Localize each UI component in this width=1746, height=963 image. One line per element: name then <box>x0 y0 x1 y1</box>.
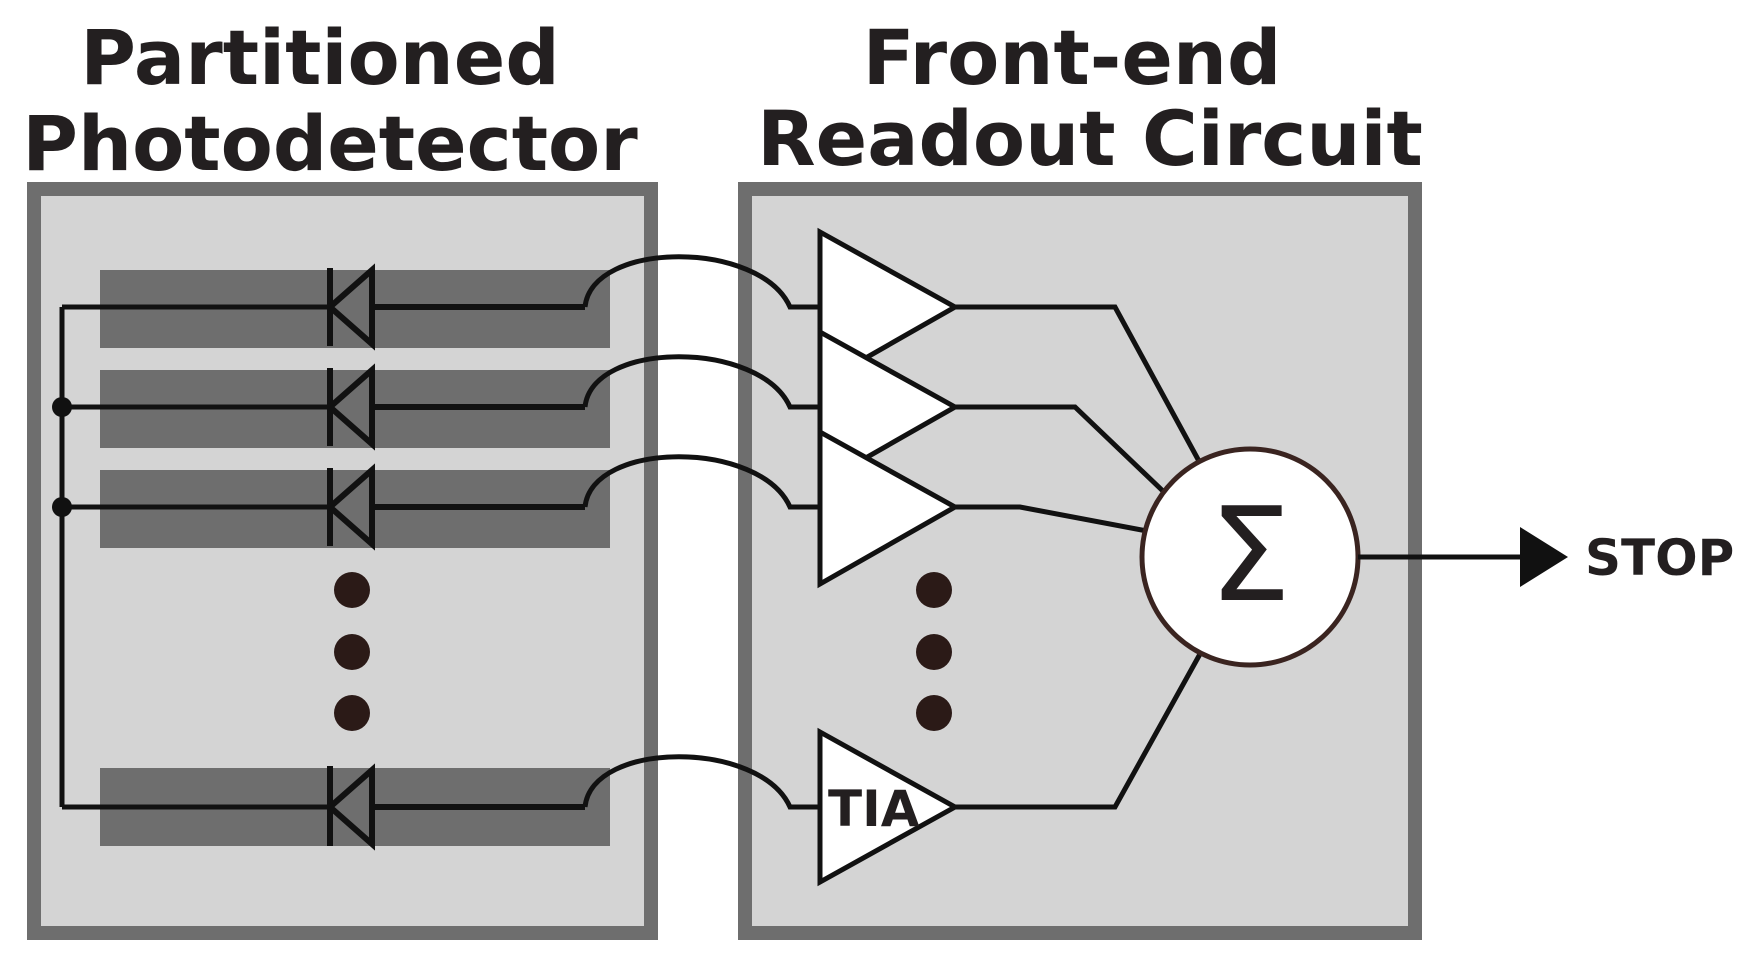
summer-sigma: Σ <box>1209 479 1291 631</box>
photodiode-n <box>325 763 585 851</box>
stop-label: STOP <box>1585 529 1734 587</box>
photodetector-title-line2: Photodetector <box>22 99 638 188</box>
junction-dot-1 <box>52 397 72 417</box>
summer-input-wires <box>955 304 1203 810</box>
bridge-wires <box>582 254 820 810</box>
output-arrow <box>1358 527 1568 587</box>
photodetector-title-line1: Partitioned <box>80 13 559 102</box>
amplifier-3 <box>817 427 961 589</box>
amplifier-tia <box>817 727 961 887</box>
tia-label: TIA <box>828 780 920 838</box>
photodiode-3 <box>325 463 585 551</box>
amplifier-1 <box>817 227 961 389</box>
junction-dot-2 <box>52 497 72 517</box>
readout-title-line1: Front-end <box>863 13 1282 102</box>
photodiode-1 <box>325 263 585 351</box>
readout-title-line2: Readout Circuit <box>757 94 1423 183</box>
common-bus <box>59 304 330 810</box>
amplifiers <box>817 227 961 887</box>
amplifier-2 <box>817 327 961 489</box>
ellipsis-dots-readout <box>916 572 952 731</box>
photodiode-2 <box>325 363 585 451</box>
ellipsis-dots-detector <box>334 572 370 731</box>
